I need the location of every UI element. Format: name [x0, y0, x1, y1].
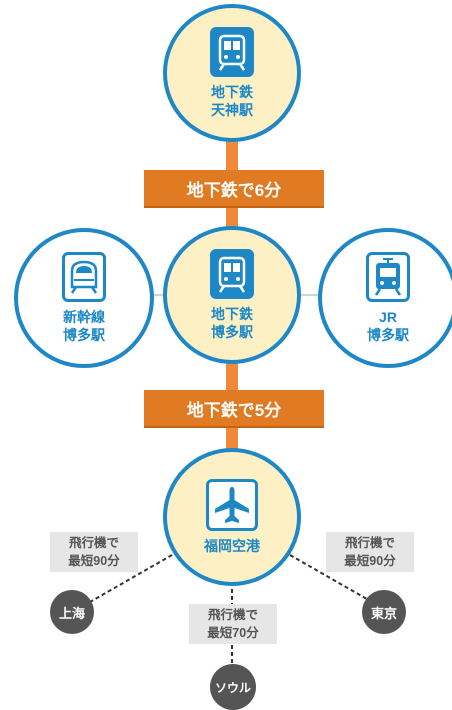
jr-train-icon: [366, 252, 410, 302]
connector-subway-jr: [300, 294, 330, 296]
connection-time-tenjin-hakata: 地下鉄で6分: [144, 170, 324, 206]
city-shanghai[interactable]: 上海: [50, 590, 94, 634]
station-fukuoka-airport[interactable]: 福岡空港: [163, 448, 301, 586]
station-subway-hakata[interactable]: 地下鉄 博多駅: [163, 226, 301, 364]
station-fukuoka-airport-label: 福岡空港: [204, 538, 260, 554]
station-shinkansen-hakata[interactable]: 新幹線 博多駅: [14, 228, 154, 368]
flight-time-shanghai: 飛行機で 最短90分: [50, 532, 138, 572]
station-jr-hakata-label: JR 博多駅: [367, 309, 409, 343]
city-tokyo[interactable]: 東京: [362, 590, 406, 634]
station-tenjin[interactable]: 地下鉄 天神駅: [163, 4, 301, 142]
airplane-icon: [206, 479, 258, 531]
subway-train-icon: [210, 249, 254, 299]
station-subway-hakata-label: 地下鉄 博多駅: [211, 306, 253, 340]
flight-time-seoul: 飛行機で 最短70分: [189, 604, 277, 644]
connection-time-hakata-airport: 地下鉄で5分: [144, 390, 324, 426]
shinkansen-train-icon: [62, 252, 106, 302]
subway-train-icon: [210, 27, 254, 77]
route-shanghai: [75, 554, 173, 611]
flight-time-tokyo: 飛行機で 最短90分: [326, 532, 414, 572]
station-shinkansen-hakata-label: 新幹線 博多駅: [63, 309, 105, 343]
station-tenjin-label: 地下鉄 天神駅: [211, 84, 253, 118]
station-jr-hakata[interactable]: JR 博多駅: [318, 228, 452, 368]
city-seoul[interactable]: ソウル: [210, 664, 256, 710]
